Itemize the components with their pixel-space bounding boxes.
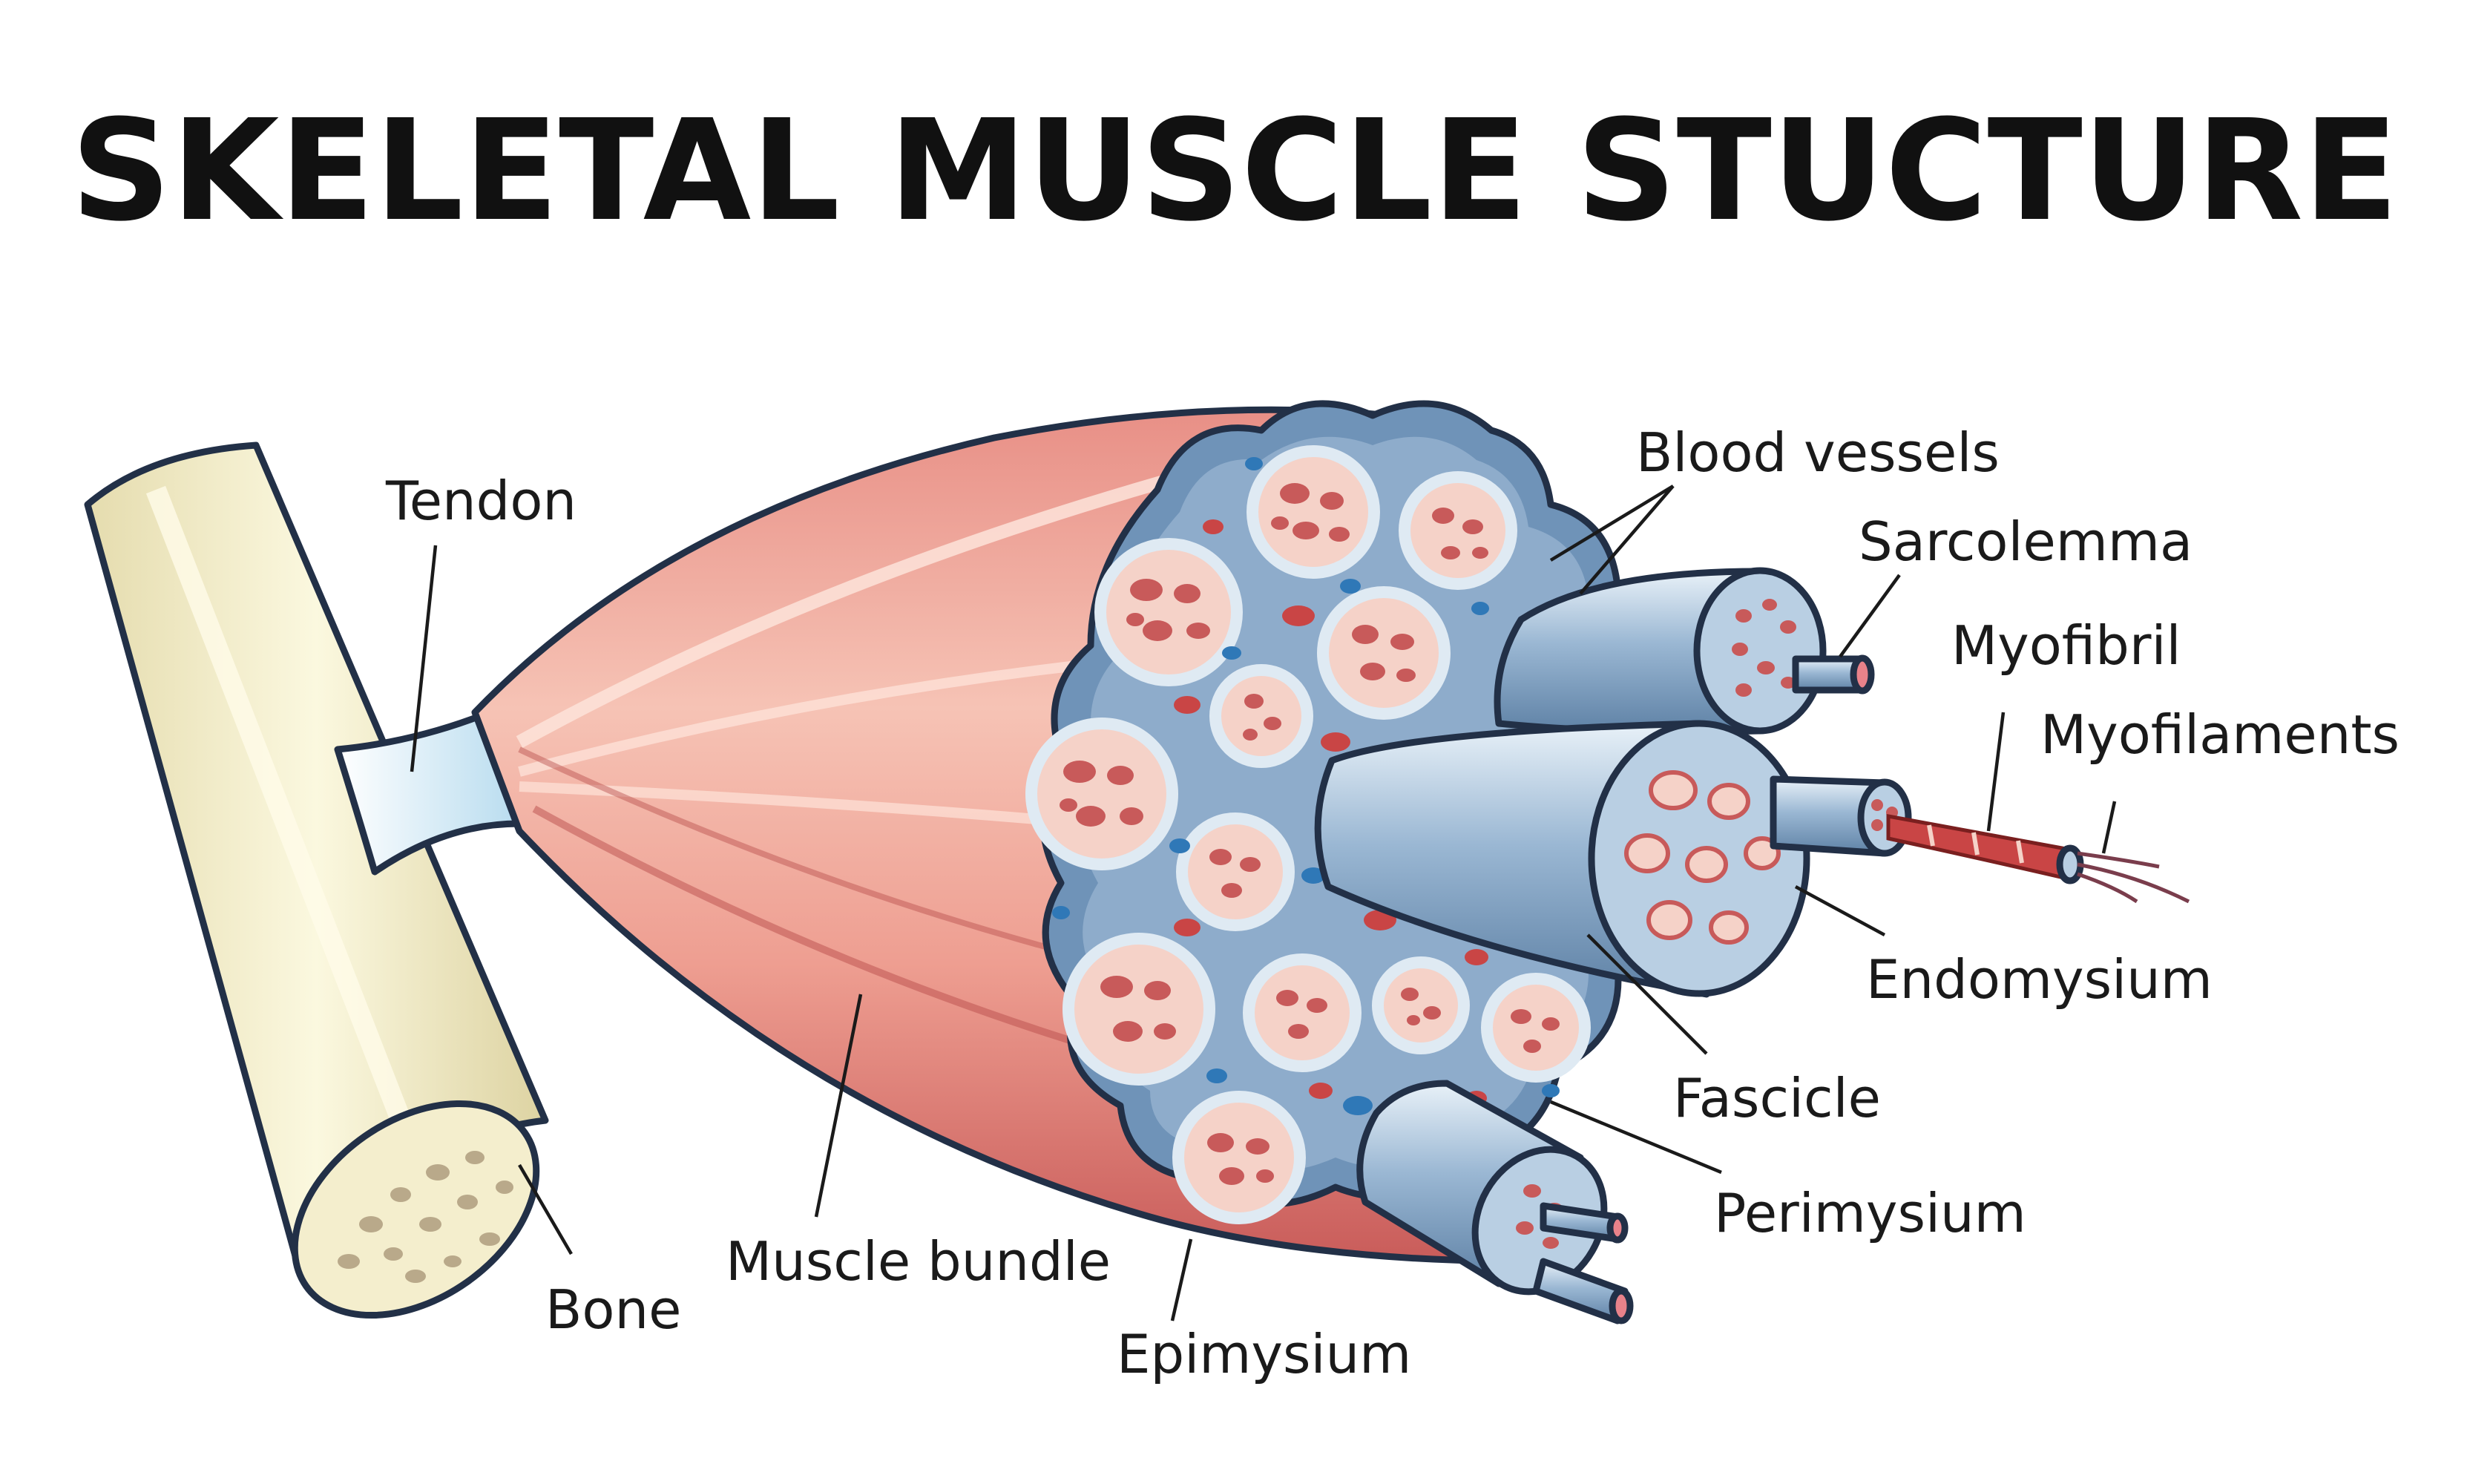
bone-illustration [84,441,549,1319]
label-epimysium: Epimysium [1117,1323,1411,1385]
myofilaments [2077,851,2190,904]
fascicle-tube-main [1314,720,1810,998]
label-perimysium: Perimysium [1714,1182,2026,1244]
label-tendon: Tendon [385,470,577,532]
lower-tube [1356,1080,1634,1324]
leader-lines [410,485,2117,1322]
label-sarcolemma: Sarcolemma [1859,510,2193,573]
label-bone: Bone [545,1278,681,1341]
fascicle-circles [1025,445,1591,1224]
label-muscle-bundle: Muscle bundle [726,1230,1111,1293]
label-myofilaments: Myofilaments [2040,703,2400,766]
label-blood-vessels: Blood vessels [1636,421,2000,484]
label-endomysium: Endomysium [1866,948,2213,1011]
label-myofibril: Myofibril [1951,614,2181,677]
label-fascicle: Fascicle [1673,1067,1881,1129]
myofibril [1886,813,2084,884]
diagram-title: SKELETAL MUSCLE STUCTURE [70,90,2398,252]
